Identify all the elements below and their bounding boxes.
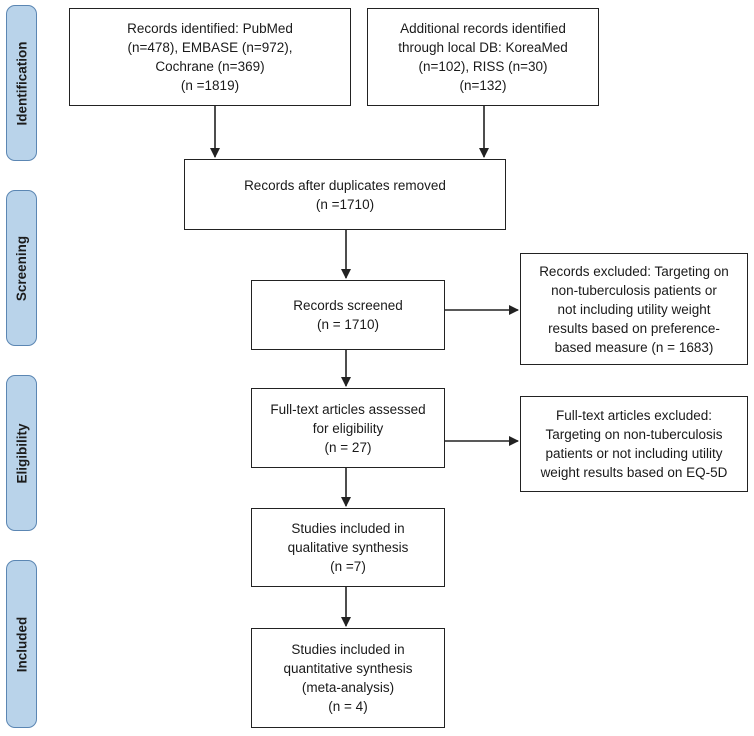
duplicates-line-2: (n =1710): [315, 196, 375, 212]
excluded-screening-line-4: results based on preference-: [548, 320, 720, 336]
localdb-line-3: (n=102), RISS (n=30): [418, 59, 548, 74]
fulltext-assessed-line-2: for eligibility: [312, 420, 384, 436]
records-screened-box: Records screened (n = 1710): [251, 280, 445, 350]
pubmed-line-1: Records identified: PubMed: [127, 21, 293, 36]
duplicates-line-1: Records after duplicates removed: [244, 177, 446, 193]
fulltext-excluded-line-1: Full-text articles excluded:: [555, 408, 713, 423]
phase-included: Included: [6, 560, 37, 728]
fulltext-excluded-line-2: Targeting on non-tuberculosis: [545, 427, 723, 442]
quantitative-line-2: quantitative synthesis: [283, 661, 413, 676]
pubmed-line-4: (n =1819): [180, 78, 240, 93]
excluded-screening-line-1: Records excluded: Targeting on: [539, 263, 729, 279]
fulltext-assessed-box: Full-text articles assessed for eligibil…: [251, 388, 445, 468]
fulltext-assessed-line-3: (n = 27): [324, 439, 372, 455]
pubmed-line-3: Cochrane (n=369): [155, 59, 265, 74]
phase-eligibility: Eligibility: [6, 375, 37, 531]
localdb-line-1: Additional records identified: [400, 21, 566, 36]
fulltext-excluded-line-4: weight results based on EQ-5D: [540, 465, 728, 480]
excluded-screening-line-3: not including utility weight: [557, 301, 711, 317]
records-excluded-box: Records excluded: Targeting on non-tuber…: [520, 253, 748, 365]
qualitative-line-1: Studies included in: [291, 521, 405, 536]
phase-identification: Identification: [6, 5, 37, 161]
qualitative-line-2: qualitative synthesis: [287, 540, 409, 555]
localdb-line-2: through local DB: KoreaMed: [398, 40, 568, 55]
phase-screening: Screening: [6, 190, 37, 346]
records-identified-databases-box: Records identified: PubMed (n=478), EMBA…: [69, 8, 351, 106]
qualitative-synthesis-box: Studies included in qualitative synthesi…: [251, 508, 445, 587]
quantitative-synthesis-box: Studies included in quantitative synthes…: [251, 628, 445, 728]
fulltext-excluded-box: Full-text articles excluded: Targeting o…: [520, 396, 748, 492]
quantitative-line-4: (n = 4): [328, 699, 368, 714]
quantitative-line-3: (meta-analysis): [301, 680, 395, 695]
screened-line-1: Records screened: [293, 298, 403, 313]
duplicates-removed-box: Records after duplicates removed (n =171…: [184, 159, 506, 230]
pubmed-line-2: (n=478), EMBASE (n=972),: [127, 40, 293, 55]
excluded-screening-line-5: based measure (n = 1683): [554, 339, 714, 355]
quantitative-line-1: Studies included in: [291, 642, 405, 657]
fulltext-assessed-line-1: Full-text articles assessed: [270, 401, 426, 417]
qualitative-line-3: (n =7): [330, 559, 366, 574]
records-identified-local-db-box: Additional records identified through lo…: [367, 8, 599, 106]
fulltext-excluded-line-3: patients or not including utility: [545, 446, 723, 461]
excluded-screening-line-2: non-tuberculosis patients or: [551, 282, 717, 298]
screened-line-2: (n = 1710): [317, 317, 379, 332]
localdb-line-4: (n=132): [459, 78, 507, 93]
